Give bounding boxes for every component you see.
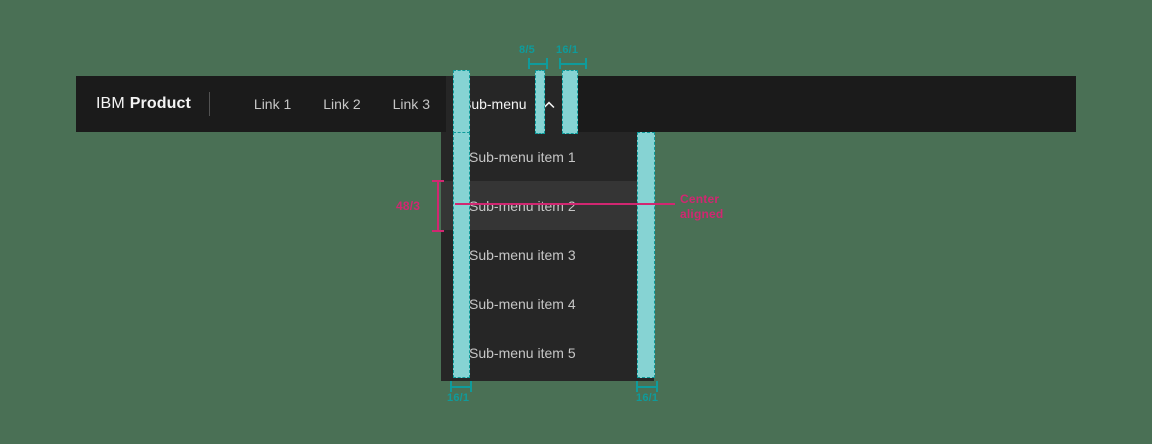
nav-link-2-label: Link 2	[323, 96, 361, 112]
nav-link-3[interactable]: Link 3	[377, 76, 446, 132]
spacing-bar-dropdown-left	[453, 132, 470, 378]
brand-divider	[208, 92, 210, 116]
nav-links: Link 1 Link 2 Link 3 Sub-menu	[238, 76, 571, 132]
dimension-label-top-left: 8/5	[519, 44, 535, 56]
dimension-marker-bottom-left	[450, 381, 472, 392]
dimension-marker-top-left	[528, 58, 548, 69]
spacing-bar-dropdown-right	[637, 132, 655, 378]
submenu-item-2[interactable]: Sub-menu item 2	[441, 181, 654, 230]
height-dimension-label: 48/3	[396, 199, 421, 213]
dimension-label-top-right: 16/1	[556, 44, 579, 56]
dimension-marker-bottom-right	[636, 381, 658, 392]
nav-link-2[interactable]: Link 2	[307, 76, 376, 132]
dimension-marker-top-right	[559, 58, 587, 69]
center-alignment-note: Center aligned	[680, 192, 750, 222]
brand[interactable]: IBM Product	[76, 76, 209, 132]
dimension-label-bottom-left: 16/1	[447, 392, 470, 404]
spacing-bar-submenu-right	[562, 70, 578, 134]
center-alignment-guide	[455, 203, 675, 205]
submenu-item-1[interactable]: Sub-menu item 1	[441, 132, 654, 181]
submenu-item-1-label: Sub-menu item 1	[469, 148, 576, 165]
submenu-dropdown: Sub-menu item 1 Sub-menu item 2 Sub-menu…	[441, 132, 654, 381]
brand-prefix: IBM	[96, 95, 125, 112]
submenu-item-4-label: Sub-menu item 4	[469, 295, 576, 312]
nav-link-3-label: Link 3	[392, 96, 430, 112]
nav-link-1[interactable]: Link 1	[238, 76, 307, 132]
center-alignment-note-line2: aligned	[680, 207, 724, 221]
submenu-item-5[interactable]: Sub-menu item 5	[441, 328, 654, 377]
submenu-item-4[interactable]: Sub-menu item 4	[441, 279, 654, 328]
submenu-item-3-label: Sub-menu item 3	[469, 246, 576, 263]
submenu-item-2-label: Sub-menu item 2	[469, 197, 576, 214]
submenu-item-5-label: Sub-menu item 5	[469, 344, 576, 361]
spacing-bar-submenu-left	[453, 70, 470, 134]
brand-name: Product	[129, 95, 191, 112]
submenu-item-3[interactable]: Sub-menu item 3	[441, 230, 654, 279]
nav-link-1-label: Link 1	[253, 96, 292, 112]
spacing-bar-label-gap	[535, 70, 545, 134]
center-alignment-note-line1: Center	[680, 192, 720, 206]
height-dimension-line	[432, 180, 444, 232]
dimension-label-bottom-right: 16/1	[636, 392, 659, 404]
chevron-up-icon	[539, 94, 559, 114]
nav-submenu-label: Sub-menu	[461, 96, 527, 112]
